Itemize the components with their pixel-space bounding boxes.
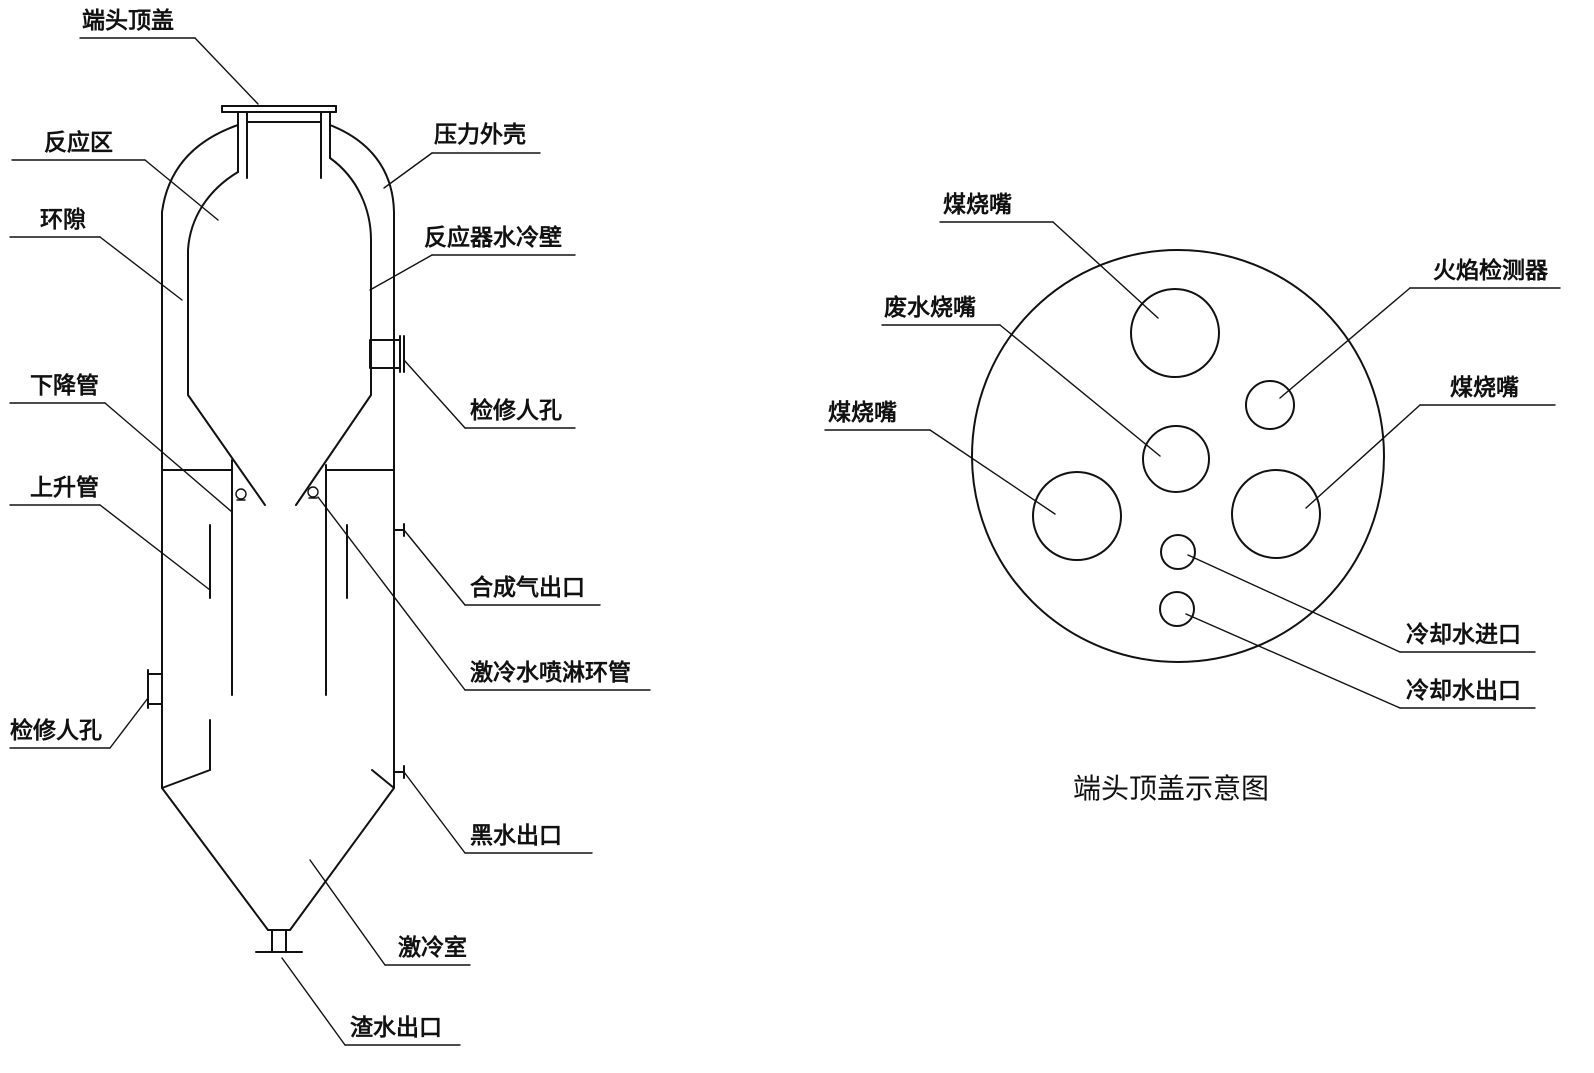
- end-cap-caption: 端头顶盖示意图: [1073, 772, 1269, 805]
- leader-lines-left: [9, 37, 651, 1046]
- labels-left: 端头顶盖 压力外壳 反应区 环隙 反应器水冷壁 检修人孔 下降管 上升管 合成气…: [10, 7, 631, 1041]
- label-cooling-water-outlet: 冷却水出口: [1406, 677, 1521, 704]
- label-reaction-zone: 反应区: [44, 129, 113, 156]
- flame-detector: [1245, 380, 1295, 430]
- label-manhole-right: 检修人孔: [470, 397, 562, 424]
- label-coal-burner-left: 煤烧嘴: [828, 399, 897, 426]
- end-cap-plate: [971, 249, 1385, 663]
- label-black-water-outlet: 黑水出口: [470, 822, 562, 849]
- label-wastewater-burner: 废水烧嘴: [884, 294, 976, 321]
- label-syngas-outlet: 合成气出口: [470, 574, 585, 601]
- quench-internals: [161, 459, 395, 789]
- coal-burner-top: [1130, 288, 1220, 378]
- reactor-water-wall: [161, 157, 395, 506]
- label-coal-burner-right: 煤烧嘴: [1450, 374, 1519, 401]
- label-reactor-water-wall: 反应器水冷壁: [424, 224, 562, 251]
- label-quench-chamber: 激冷室: [398, 934, 467, 961]
- label-coal-burner-top: 煤烧嘴: [943, 191, 1012, 218]
- label-riser: 上升管: [30, 474, 99, 501]
- end-cap-flange: [221, 105, 337, 179]
- label-slag-water-outlet: 渣水出口: [350, 1014, 442, 1041]
- label-pressure-shell: 压力外壳: [434, 121, 526, 148]
- label-downcomer: 下降管: [30, 372, 99, 399]
- cooling-water-inlet: [1160, 534, 1196, 570]
- gasifier-vessel: [147, 105, 405, 953]
- leader-lines-right: [824, 221, 1561, 709]
- pressure-shell: [147, 124, 405, 953]
- label-flame-detector: 火焰检测器: [1433, 257, 1549, 284]
- label-cooling-water-inlet: 冷却水进口: [1406, 621, 1521, 648]
- label-manhole-left: 检修人孔: [10, 717, 102, 744]
- cooling-water-outlet: [1159, 591, 1195, 627]
- label-end-cap: 端头顶盖: [82, 7, 174, 34]
- coal-burner-right: [1231, 469, 1321, 559]
- coal-burner-left: [1032, 471, 1122, 561]
- wastewater-burner: [1142, 425, 1210, 493]
- labels-right: 煤烧嘴 废水烧嘴 火焰检测器 煤烧嘴 煤烧嘴 冷却水进口 冷却水出口 端头顶盖示…: [828, 191, 1549, 805]
- label-quench-spray-ring: 激冷水喷淋环管: [470, 659, 631, 686]
- label-annulus: 环隙: [40, 206, 86, 233]
